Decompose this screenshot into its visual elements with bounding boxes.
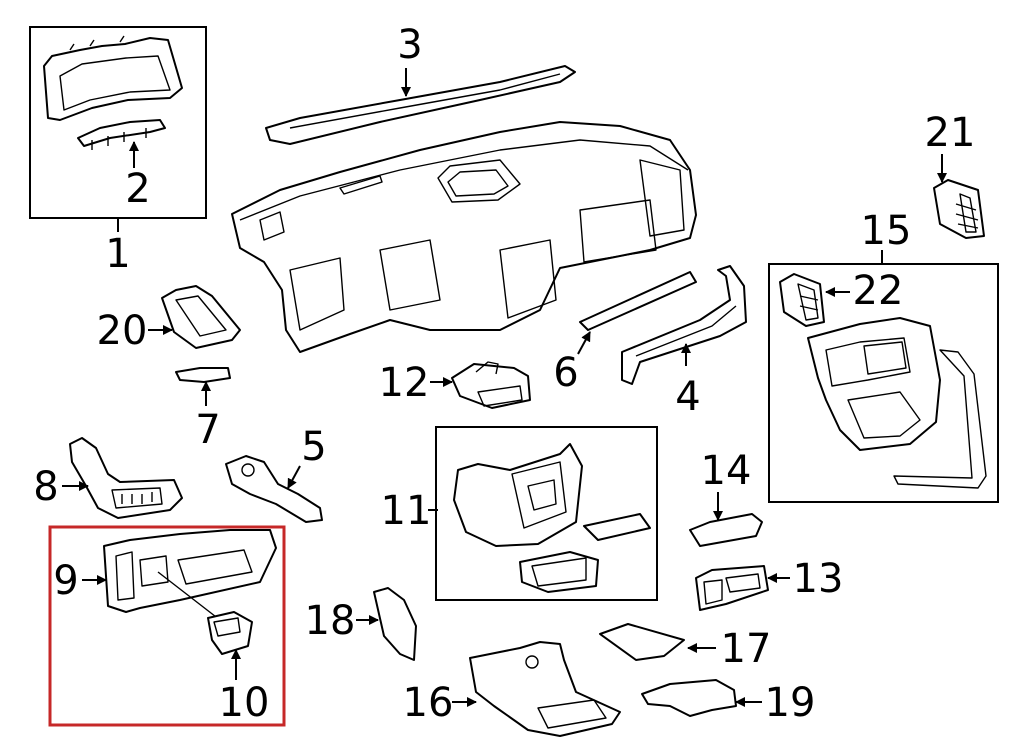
- callout-4: 4: [675, 374, 700, 420]
- highlight-box-9-10: [48, 525, 286, 727]
- callout-7: 7: [195, 407, 220, 453]
- part-8-side-trim: [69, 437, 183, 519]
- callout-11: 11: [381, 488, 432, 534]
- callout-15: 15: [861, 208, 912, 254]
- callout-13: 13: [793, 556, 844, 602]
- part-12-switch-unit: [451, 361, 531, 409]
- part-21-vent: [933, 179, 985, 239]
- leader-5: [287, 465, 301, 489]
- callout-19: 19: [765, 680, 816, 726]
- callout-21: 21: [925, 110, 976, 156]
- part-11-console-box: [453, 443, 651, 593]
- callout-1: 1: [105, 231, 130, 277]
- group-box-11: [435, 426, 658, 601]
- part-4-garnish: [621, 265, 747, 385]
- callout-16: 16: [403, 680, 454, 726]
- part-6-trim-strip: [579, 271, 697, 331]
- part-9-lower-panel: [103, 529, 277, 621]
- leader-6: [577, 331, 591, 355]
- part-14-trim: [689, 513, 763, 547]
- part-7-bracket: [175, 367, 231, 383]
- part-13-switch-panel: [695, 565, 769, 611]
- callout-10: 10: [219, 680, 270, 726]
- callout-9: 9: [53, 558, 78, 604]
- part-10-cover: [207, 611, 253, 655]
- part-3-dash-upper-panel: [265, 65, 576, 145]
- callout-numbers: 1 2 3 4 5 6 7 8 9 10 11 12 13 14 15 16 1…: [33, 22, 975, 726]
- callout-14: 14: [701, 448, 752, 494]
- callout-17: 17: [721, 626, 772, 672]
- part-17-mat: [599, 623, 685, 661]
- group-box-15: [768, 263, 999, 503]
- part-instrument-panel: [231, 121, 697, 353]
- part-16-console-lower: [469, 641, 621, 737]
- callout-22: 22: [853, 268, 904, 314]
- part-2-bracket: [77, 119, 166, 150]
- part-20-vent-housing: [161, 285, 241, 349]
- part-19-bracket: [641, 679, 737, 717]
- part-5-knee-bracket: [225, 455, 323, 523]
- part-18-bracket: [373, 587, 417, 661]
- callout-6: 6: [553, 350, 578, 396]
- leader-lines: [62, 68, 947, 707]
- part-1-cluster-hood: [43, 35, 183, 121]
- callout-8: 8: [33, 464, 58, 510]
- callout-20: 20: [97, 308, 148, 354]
- part-15-center-cluster: [807, 317, 987, 489]
- callout-2: 2: [125, 166, 150, 212]
- callout-3: 3: [397, 22, 422, 68]
- part-22-vent: [779, 273, 825, 327]
- callout-12: 12: [379, 360, 430, 406]
- callout-18: 18: [305, 598, 356, 644]
- callout-5: 5: [301, 424, 326, 470]
